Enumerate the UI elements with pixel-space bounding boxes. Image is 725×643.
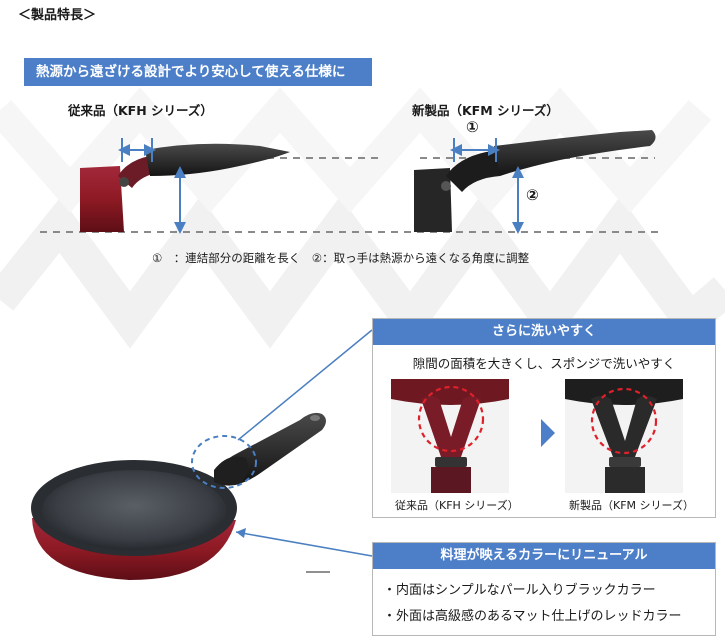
marker-1: ① bbox=[466, 118, 479, 136]
wash-box-title: さらに洗いやすく bbox=[373, 319, 715, 345]
section-heading: ＜製品特長＞ bbox=[18, 8, 97, 23]
new-pan-side-view bbox=[414, 130, 656, 232]
connector-line-color bbox=[235, 531, 373, 557]
wash-feature-box: さらに洗いやすく 隙間の面積を大きくし、スポンジで洗いやすく 従来品（KFH シ… bbox=[372, 318, 716, 518]
joint-closeups bbox=[391, 379, 683, 493]
joint-highlight-circle bbox=[191, 435, 257, 489]
old-series-label: 従来品（KFH シリーズ） bbox=[68, 103, 213, 118]
color-bullet-outer: ・外面は高級感のあるマット仕上げのレッドカラー bbox=[383, 609, 682, 624]
color-bullet-inner: ・内面はシンプルなパール入りブラックカラー bbox=[383, 583, 656, 598]
frying-pan-main bbox=[31, 412, 326, 580]
feature-banner: 熱源から遠ざける設計でより安心して使える仕様に bbox=[24, 58, 372, 86]
color-box-title: 料理が映えるカラーにリニューアル bbox=[373, 543, 715, 569]
marker-2: ② bbox=[526, 186, 539, 204]
dimension-caption: ① ：連結部分の距離を長く ②：取っ手は熱源から遠くなる角度に調整 bbox=[152, 251, 530, 265]
old-joint-caption: 従来品（KFH シリーズ） bbox=[395, 499, 519, 512]
zigzag-watermark bbox=[0, 196, 725, 349]
new-joint-caption: 新製品（KFM シリーズ） bbox=[569, 499, 694, 512]
wash-box-subtitle: 隙間の面積を大きくし、スポンジで洗いやすく bbox=[412, 356, 676, 371]
new-series-label: 新製品（KFM シリーズ） bbox=[412, 103, 559, 118]
color-feature-box: 料理が映えるカラーにリニューアル ・内面はシンプルなパール入りブラックカラー ・… bbox=[372, 542, 716, 636]
connector-line-wash bbox=[237, 329, 373, 441]
